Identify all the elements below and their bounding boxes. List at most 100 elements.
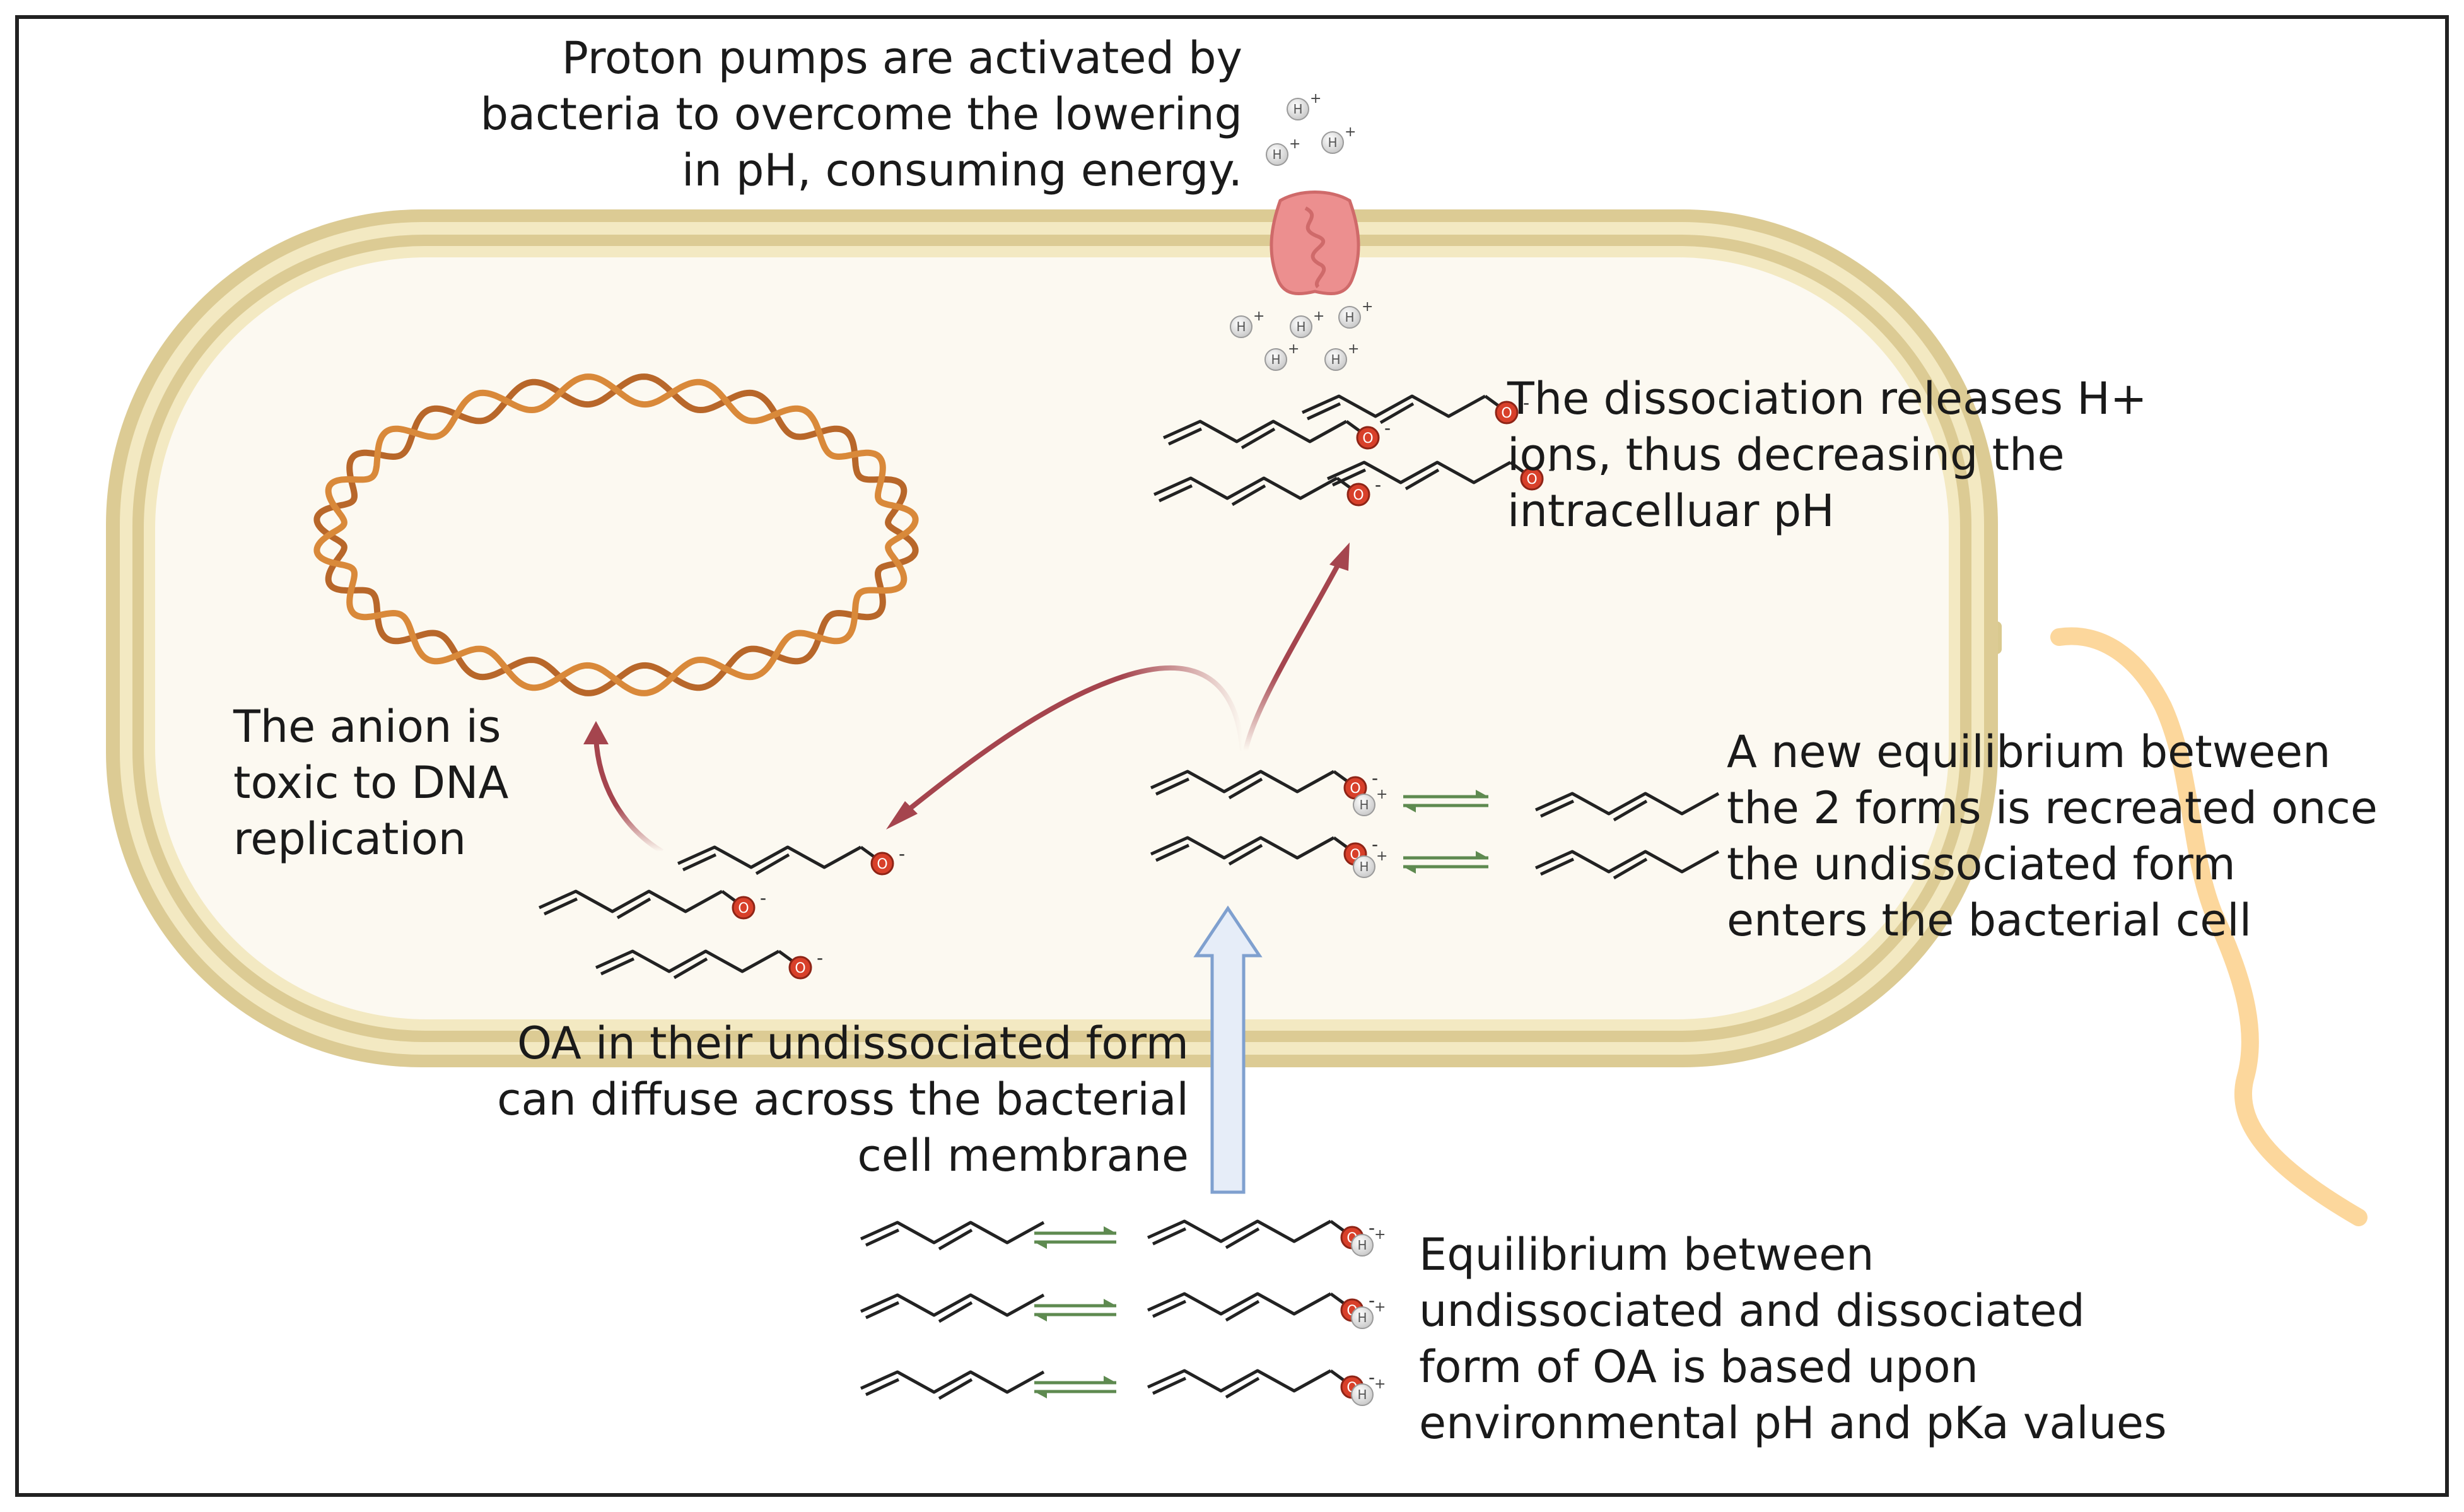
svg-text:H: H bbox=[1328, 135, 1337, 150]
oxygen-atom: O- bbox=[870, 843, 905, 876]
svg-text:O: O bbox=[1350, 781, 1360, 797]
label-line: the 2 forms is recreated once bbox=[1727, 782, 2378, 834]
equilibrium-arrow bbox=[1403, 790, 1488, 812]
svg-text:O: O bbox=[1353, 488, 1363, 503]
hydrogen-ion: H+ bbox=[1230, 308, 1264, 338]
label-new-equilibrium: A new equilibrium between the 2 forms is… bbox=[1727, 724, 2378, 949]
label-line: intracelluar pH bbox=[1507, 485, 1835, 537]
oxygen-atom: O- bbox=[1495, 392, 1529, 425]
label-line: the undissociated form bbox=[1727, 838, 2236, 890]
svg-text:+: + bbox=[1310, 91, 1321, 107]
dissociated-oa-molecule: O- bbox=[1147, 1367, 1375, 1399]
svg-text:-: - bbox=[1369, 1367, 1375, 1388]
dna-strand bbox=[313, 373, 919, 696]
hydrogen-ion: H+ bbox=[1338, 299, 1373, 329]
hydrogen-ion: H+ bbox=[1351, 1376, 1386, 1406]
svg-text:-: - bbox=[899, 843, 905, 864]
svg-text:H: H bbox=[1272, 147, 1282, 162]
svg-text:H: H bbox=[1236, 319, 1246, 334]
svg-text:O: O bbox=[738, 901, 749, 917]
svg-text:H: H bbox=[1296, 319, 1305, 334]
label-line: cell membrane bbox=[857, 1130, 1189, 1181]
hydrogen-ions: H+H+H+H+H+H+H+H+H+H+H+H+H+ bbox=[1230, 91, 1387, 1406]
arrowhead-left bbox=[886, 801, 918, 829]
label-line: form of OA is based upon bbox=[1419, 1341, 1978, 1393]
svg-text:-: - bbox=[1523, 392, 1529, 413]
undissociated-oa-molecule bbox=[860, 1370, 1045, 1400]
dissociated-oa-molecule: O- bbox=[1162, 418, 1391, 450]
svg-text:H: H bbox=[1357, 1238, 1367, 1253]
red-arrows bbox=[583, 542, 1350, 854]
svg-text:-: - bbox=[1384, 418, 1391, 438]
dissociated-oa-molecule: O- bbox=[595, 947, 823, 980]
svg-text:+: + bbox=[1362, 299, 1373, 315]
svg-text:H: H bbox=[1271, 352, 1280, 367]
label-environment: Equilibrium between undissociated and di… bbox=[1419, 1227, 2167, 1451]
label-line: can diffuse across the bacterial bbox=[497, 1074, 1189, 1125]
dissociated-oa-molecule: O- bbox=[1301, 392, 1529, 425]
svg-text:H: H bbox=[1359, 797, 1369, 812]
label-line: toxic to DNA bbox=[233, 757, 509, 809]
undissociated-oa-molecule bbox=[860, 1293, 1045, 1323]
hydrogen-ion: H+ bbox=[1353, 848, 1387, 878]
undissociated-oa-molecule bbox=[860, 1221, 1045, 1251]
label-line: enters the bacterial cell bbox=[1727, 894, 2252, 946]
svg-text:-: - bbox=[1372, 834, 1378, 855]
label-proton-pumps: Proton pumps are activated by bacteria t… bbox=[481, 30, 1242, 199]
label-line: The anion is bbox=[233, 701, 501, 753]
oxygen-atom: O- bbox=[1356, 418, 1391, 450]
svg-text:O: O bbox=[1362, 431, 1373, 447]
oxygen-atom: O- bbox=[1343, 768, 1378, 800]
svg-text:+: + bbox=[1348, 341, 1359, 357]
undissociated-oa-molecule bbox=[1534, 792, 1720, 822]
label-line: OA in their undissociated form bbox=[517, 1017, 1189, 1069]
svg-text:-: - bbox=[1369, 1290, 1375, 1311]
proton-pump bbox=[1270, 190, 1360, 296]
svg-text:O: O bbox=[1501, 406, 1512, 421]
oxygen-atom: O- bbox=[788, 947, 823, 980]
label-line: The dissociation releases H+ bbox=[1507, 373, 2147, 425]
svg-text:-: - bbox=[1375, 474, 1381, 495]
arrow-to-dna bbox=[593, 737, 664, 854]
svg-text:+: + bbox=[1345, 124, 1356, 140]
hydrogen-ion: H+ bbox=[1287, 91, 1321, 120]
svg-text:-: - bbox=[760, 888, 766, 908]
svg-text:+: + bbox=[1376, 848, 1387, 864]
hydrogen-ion: H+ bbox=[1351, 1299, 1386, 1329]
svg-text:-: - bbox=[1372, 768, 1378, 788]
arrowhead-up-right bbox=[1329, 542, 1350, 571]
dissociated-oa-molecule: O- bbox=[677, 843, 905, 876]
svg-text:O: O bbox=[877, 857, 887, 872]
diffusion-arrow bbox=[1193, 905, 1263, 1194]
svg-text:+: + bbox=[1376, 787, 1387, 802]
svg-text:+: + bbox=[1374, 1227, 1386, 1243]
dissociated-oa-molecule: O- bbox=[538, 888, 766, 920]
svg-text:H: H bbox=[1345, 310, 1354, 325]
label-line: undissociated and dissociated bbox=[1419, 1285, 2085, 1337]
arrow-to-dissociated-left bbox=[894, 665, 1245, 823]
hydrogen-ion: H+ bbox=[1264, 341, 1299, 371]
hydrogen-ion: H+ bbox=[1290, 308, 1324, 338]
label-line: replication bbox=[233, 813, 467, 865]
svg-text:H: H bbox=[1359, 859, 1369, 874]
hydrogen-ion: H+ bbox=[1321, 124, 1356, 154]
svg-text:+: + bbox=[1374, 1376, 1386, 1392]
svg-text:H: H bbox=[1331, 352, 1340, 367]
svg-text:H: H bbox=[1357, 1310, 1367, 1325]
svg-text:H: H bbox=[1357, 1387, 1367, 1402]
svg-text:O: O bbox=[795, 961, 805, 976]
dissociated-oa-molecule: O- bbox=[1326, 459, 1555, 491]
label-line: A new equilibrium between bbox=[1727, 726, 2331, 778]
undissociated-oa-molecule bbox=[1534, 850, 1720, 880]
svg-text:H: H bbox=[1293, 102, 1302, 117]
svg-text:-: - bbox=[1369, 1217, 1375, 1238]
oxygen-atom: O- bbox=[1520, 459, 1555, 491]
svg-text:+: + bbox=[1289, 136, 1300, 152]
bacterial-cell bbox=[106, 209, 1998, 1067]
label-line: environmental pH and pKa values bbox=[1419, 1397, 2167, 1449]
svg-text:O: O bbox=[1526, 472, 1537, 488]
label-line: Equilibrium between bbox=[1419, 1229, 1874, 1281]
arrow-to-hplus bbox=[1243, 554, 1346, 751]
arrowhead-up bbox=[583, 721, 609, 744]
